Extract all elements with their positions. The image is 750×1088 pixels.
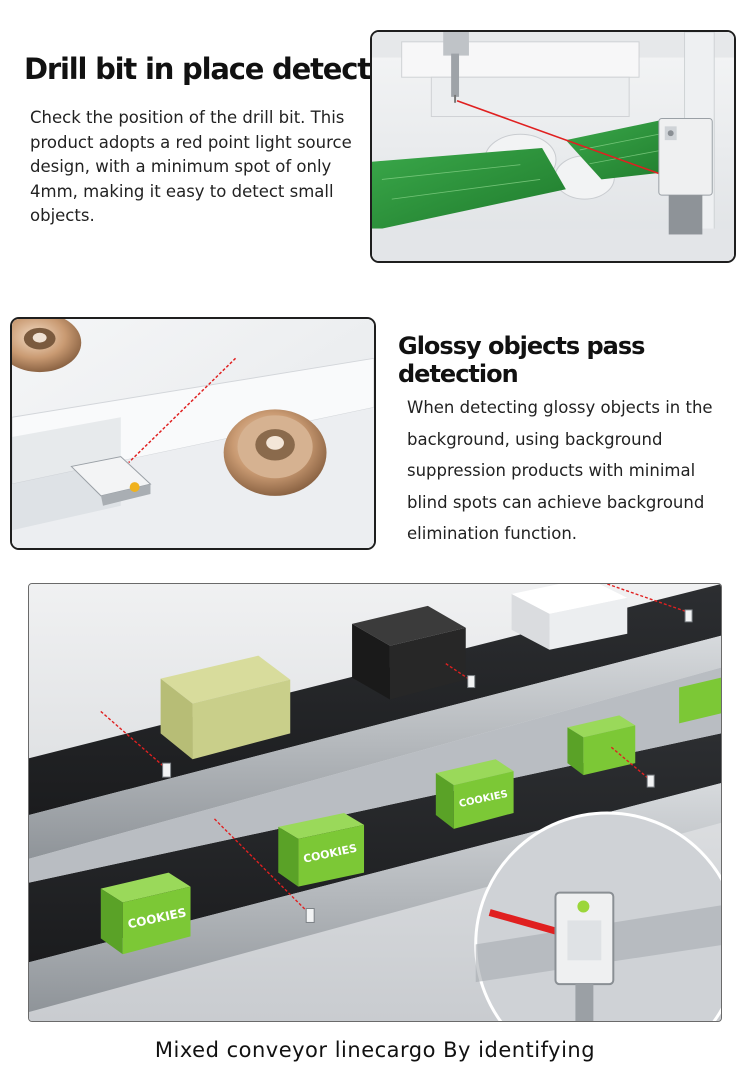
glossy-objects-description: When detecting glossy objects in the bac… (407, 398, 713, 543)
glossy-objects-photo (10, 317, 376, 550)
conveyor-caption: Mixed conveyor linecargo By identifying (154, 1038, 596, 1062)
drill-bit-description: Check the position of the drill bit. Thi… (30, 108, 352, 225)
drill-bit-title: Drill bit in place detection (24, 52, 418, 86)
drill-bit-photo (370, 30, 736, 263)
conveyor-line-photo: COOKIES COOKIES COOKIES (28, 583, 722, 1022)
glossy-objects-title: Glossy objects pass detection (398, 332, 645, 388)
